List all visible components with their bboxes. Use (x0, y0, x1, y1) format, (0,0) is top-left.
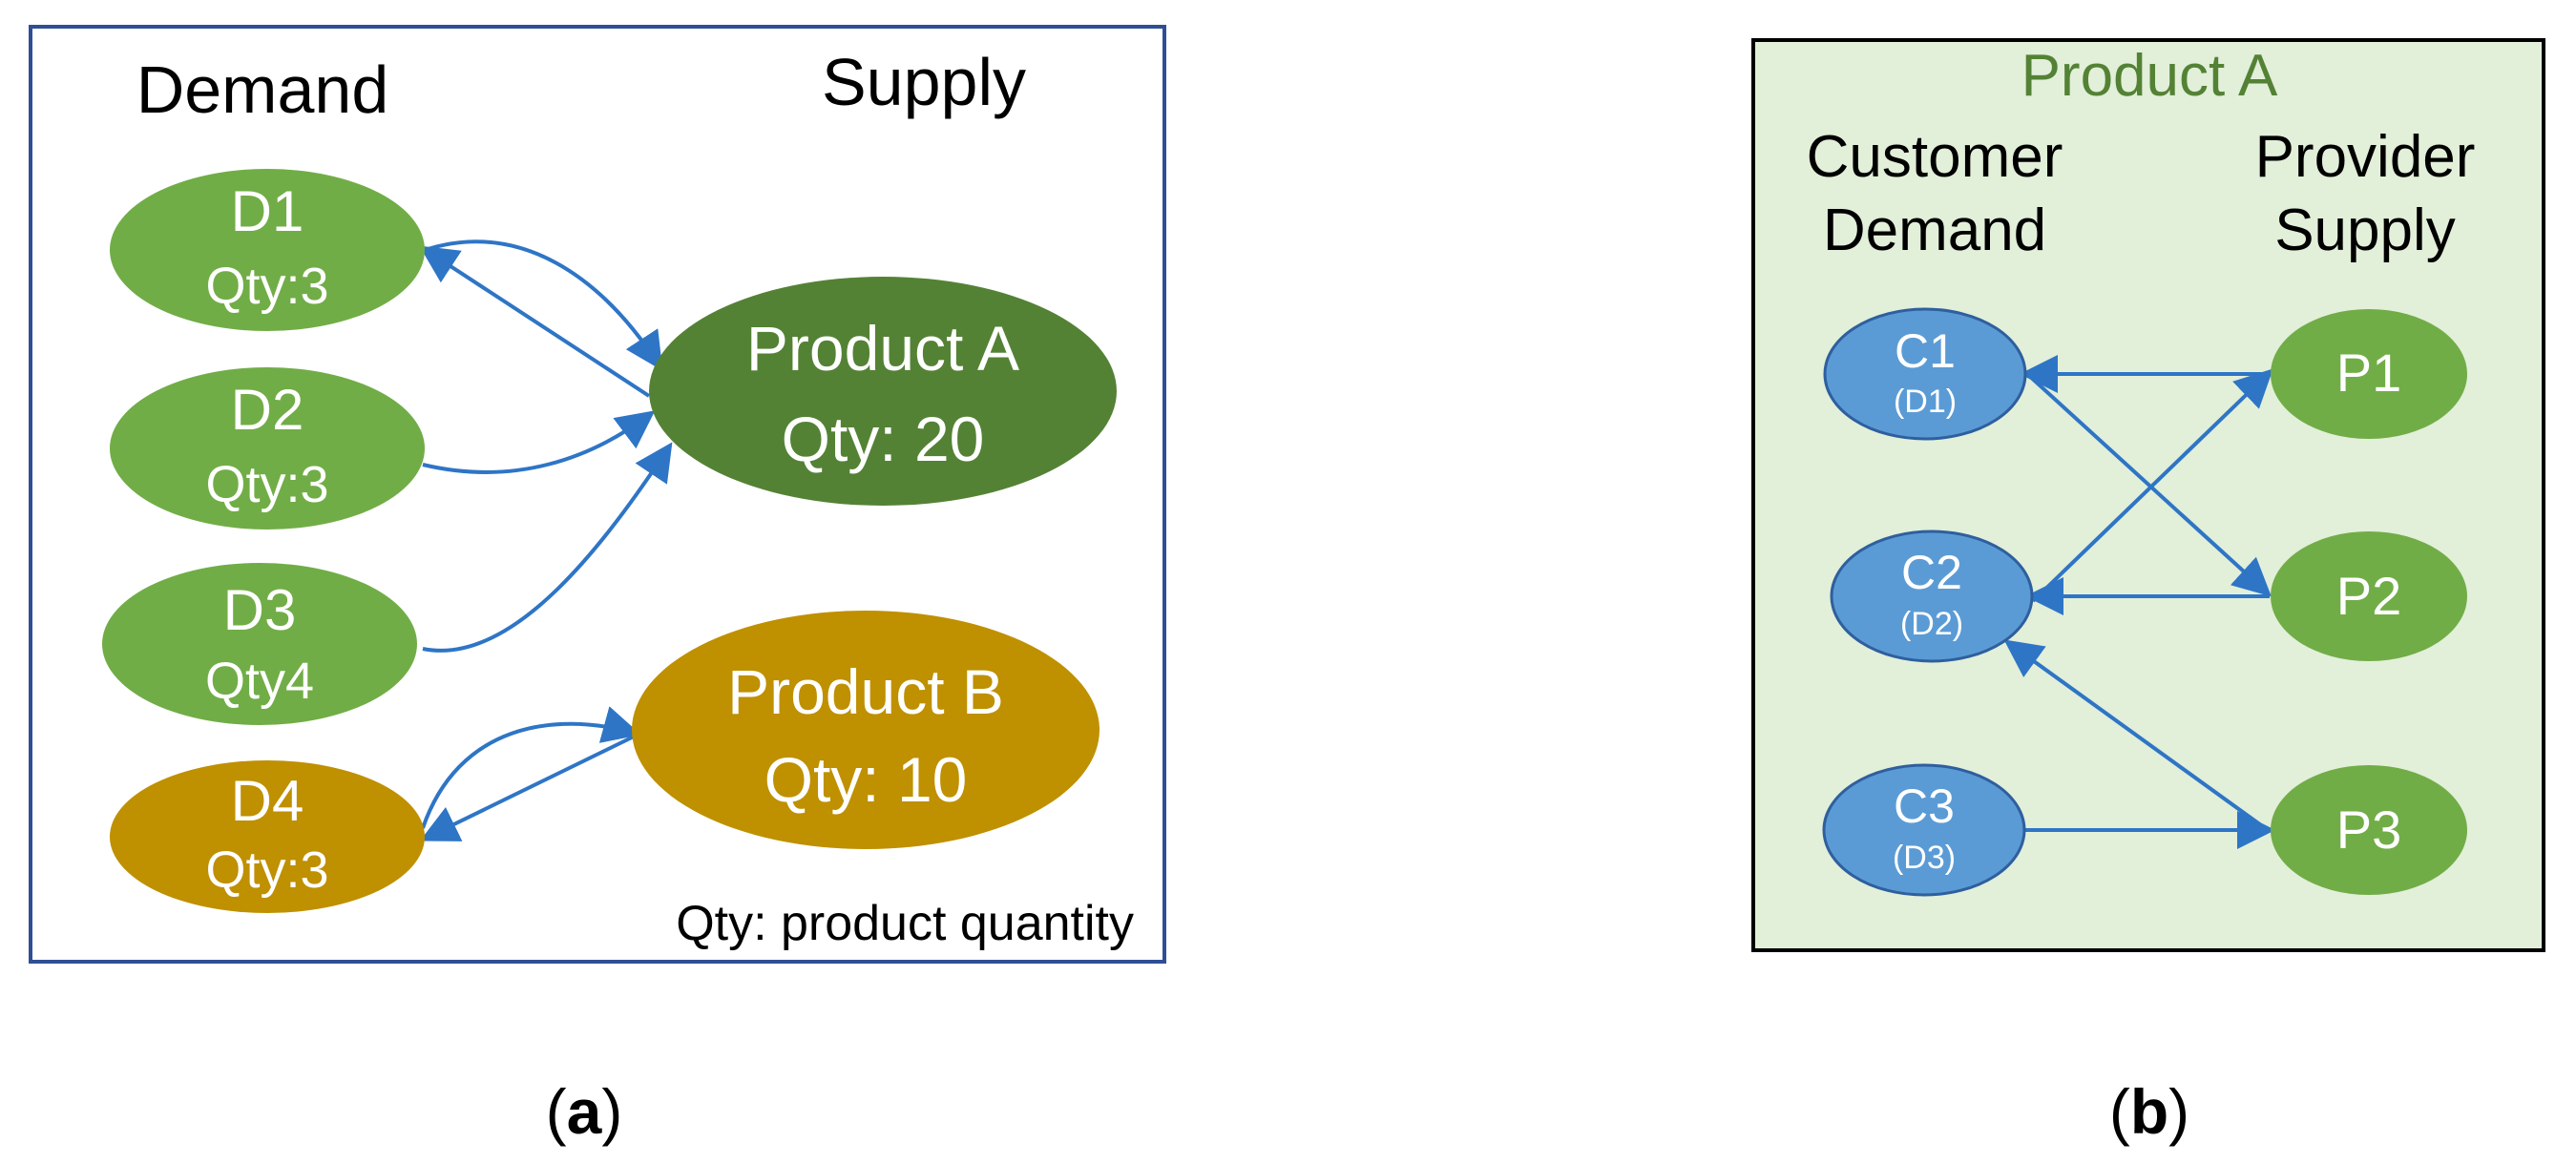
provider-node-p3-shape (2271, 765, 2467, 895)
panel-b-arrows (2003, 355, 2275, 849)
arrow-d4-to-product-b (421, 706, 641, 829)
product-node-a-name: Product A (746, 313, 1019, 384)
arrow-d1-to-product-a (424, 239, 663, 371)
customer-node-c3-sub: (D3) (1893, 840, 1956, 876)
caption-a: (a) (546, 1076, 623, 1147)
demand-node-d2-shape (110, 367, 425, 530)
customer-node-c1: C1 (D1) (1823, 307, 2027, 441)
arrow-product-b-to-d4 (419, 735, 635, 841)
demand-node-d4: D4 Qty:3 (110, 760, 425, 913)
arrow-product-a-to-d1 (419, 245, 651, 398)
demand-node-d3: D3 Qty4 (102, 563, 417, 725)
demand-node-d2-qty: Qty:3 (205, 456, 328, 513)
caption-a-letter: a (567, 1076, 603, 1147)
customer-node-c3-name: C3 (1894, 779, 1955, 833)
product-node-a-shape (649, 277, 1117, 506)
provider-node-p1-name: P1 (2336, 343, 2402, 403)
panel-b-title: Product A (2021, 43, 2278, 109)
product-node-b-qty: Qty: 10 (764, 744, 968, 815)
product-node-a: Product A Qty: 20 (649, 277, 1117, 506)
customer-node-c1-shape (1823, 307, 2027, 441)
demand-node-d4-qty: Qty:3 (205, 841, 328, 899)
demand-node-d3-qty: Qty4 (205, 653, 314, 710)
customer-node-c2-sub: (D2) (1900, 606, 1963, 642)
demand-node-d1: D1 Qty:3 (110, 169, 425, 331)
demand-node-d2: D2 Qty:3 (110, 367, 425, 530)
customer-heading-line1: Customer (1807, 124, 2063, 190)
provider-heading-line1: Provider (2255, 124, 2476, 190)
provider-node-p2-name: P2 (2336, 566, 2402, 626)
provider-node-p3-name: P3 (2336, 800, 2402, 860)
caption-b-letter: b (2130, 1076, 2168, 1147)
panel-a-arrows (419, 239, 673, 841)
customer-node-c2-shape (1830, 530, 2034, 663)
customer-node-c3-shape (1822, 763, 2026, 897)
customer-node-c3: C3 (D3) (1822, 763, 2026, 897)
provider-node-p2-shape (2271, 531, 2467, 661)
demand-heading: Demand (136, 52, 389, 127)
customer-node-c1-name: C1 (1895, 324, 1956, 378)
provider-heading-line2: Supply (2274, 197, 2456, 263)
caption-a-open: ( (546, 1076, 567, 1147)
provider-node-p3: P3 (2271, 765, 2467, 895)
provider-node-p2: P2 (2271, 531, 2467, 661)
customer-node-c2: C2 (D2) (1830, 530, 2034, 663)
arrow-c1-to-p2 (2025, 372, 2272, 597)
arrow-d2-to-product-a (422, 410, 656, 474)
caption-a-close: ) (601, 1076, 622, 1147)
supply-heading: Supply (822, 45, 1026, 119)
product-node-b-shape (632, 611, 1100, 849)
product-node-a-qty: Qty: 20 (782, 404, 985, 474)
caption-b-close: ) (2168, 1076, 2189, 1147)
demand-node-d3-shape (102, 563, 417, 725)
demand-node-d1-qty: Qty:3 (205, 258, 328, 315)
quantity-footnote: Qty: product quantity (676, 896, 1134, 951)
caption-b: (b) (2109, 1076, 2189, 1147)
demand-node-d1-shape (110, 169, 425, 331)
provider-node-p1: P1 (2271, 309, 2467, 439)
demand-node-d2-name: D2 (231, 378, 304, 442)
panel-a: Demand Supply D1 Qty:3 D2 Qty:3 D3 Qty4 (29, 25, 1166, 1147)
caption-b-open: ( (2109, 1076, 2130, 1147)
arrow-d3-to-product-a (422, 442, 673, 653)
customer-heading-line2: Demand (1823, 197, 2046, 263)
demand-node-d1-name: D1 (231, 179, 304, 243)
customer-node-c1-sub: (D1) (1894, 384, 1957, 420)
demand-node-d3-name: D3 (223, 578, 297, 642)
arrow-c2-to-p1 (2031, 368, 2273, 603)
demand-node-d4-name: D4 (231, 769, 304, 833)
panel-b: Product A Customer Demand Provider Suppl… (1751, 38, 2545, 1147)
customer-node-c2-name: C2 (1901, 546, 1962, 599)
product-node-b: Product B Qty: 10 (632, 611, 1100, 849)
product-node-b-name: Product B (727, 656, 1004, 727)
arrow-p3-to-c2 (2003, 639, 2270, 832)
provider-node-p1-shape (2271, 309, 2467, 439)
demand-node-d4-shape (110, 760, 425, 913)
